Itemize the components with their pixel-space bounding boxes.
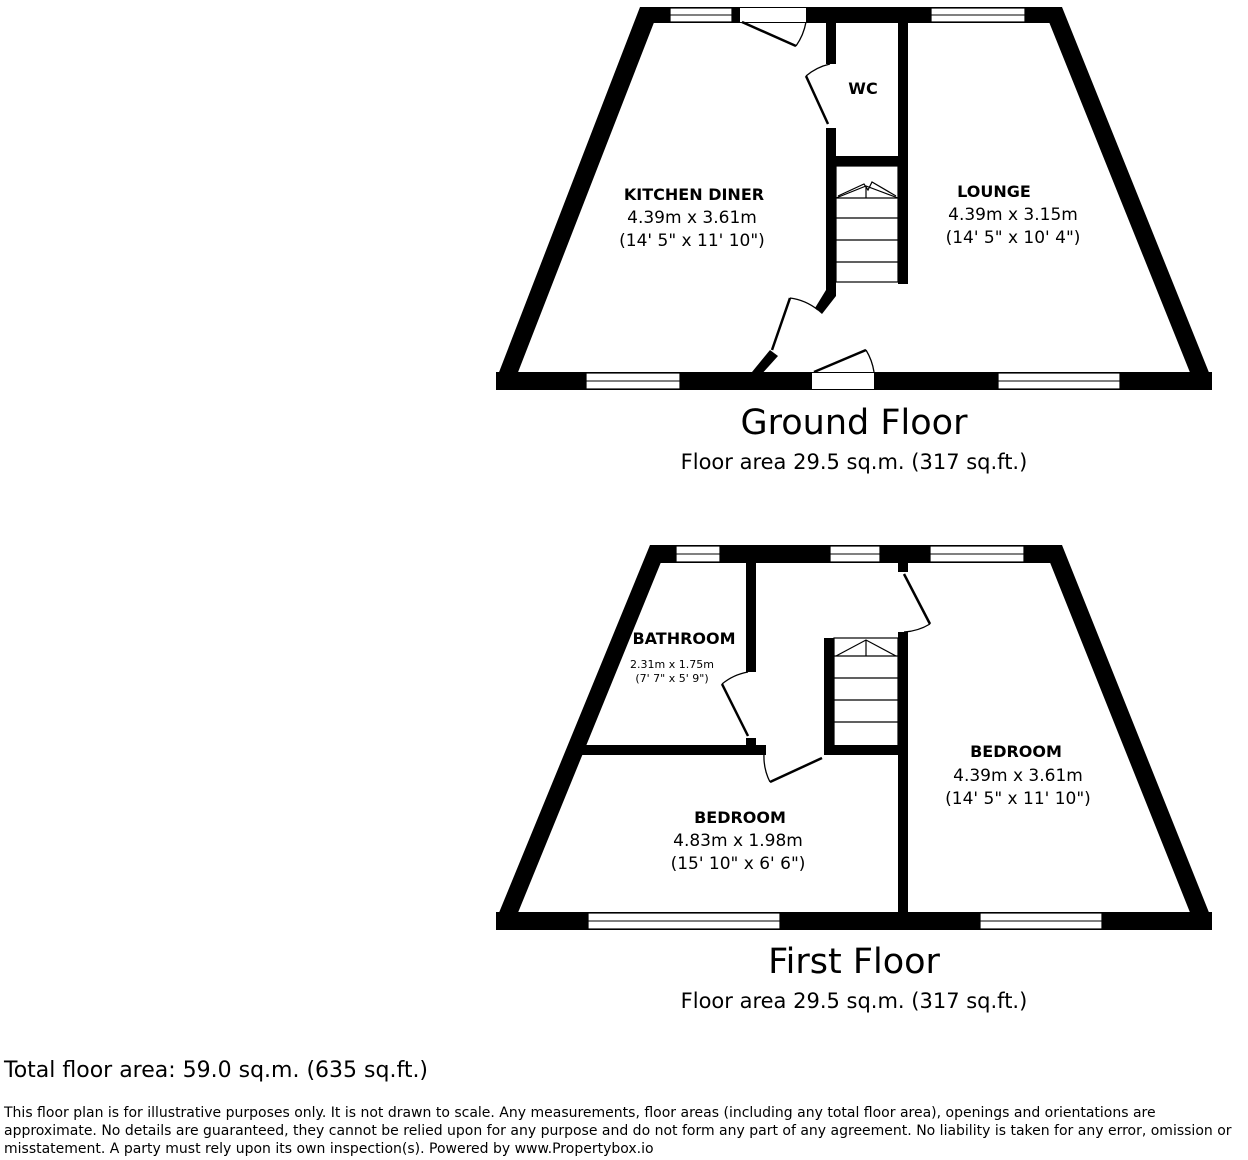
bathroom-dim-ft: (7' 7" x 5' 9") xyxy=(635,672,708,685)
kitchen-diner-dim-m: 4.39m x 3.61m xyxy=(627,208,757,228)
first-floor-plan: BATHROOM 2.31m x 1.75m (7' 7" x 5' 9") B… xyxy=(496,545,1212,1013)
bathroom-name: BATHROOM xyxy=(632,629,735,648)
bedroom-right-name: BEDROOM xyxy=(970,742,1062,761)
wc-left-wall-lower xyxy=(826,128,836,296)
landing-top-stub xyxy=(898,562,908,572)
hall-angle-wall xyxy=(815,290,836,314)
bedroom-left-name: BEDROOM xyxy=(694,808,786,827)
first-floor-title: First Floor xyxy=(768,942,940,982)
wc-right-wall xyxy=(898,22,908,284)
bedroom-right-dim-ft: (14' 5" x 11' 10") xyxy=(945,789,1091,809)
ground-floor-title: Ground Floor xyxy=(741,403,969,443)
bathroom-dim-m: 2.31m x 1.75m xyxy=(630,658,714,671)
lounge-dim-ft: (14' 5" x 10' 4") xyxy=(946,228,1081,248)
ground-left-wall xyxy=(496,7,660,380)
kitchen-diner-dim-ft: (14' 5" x 11' 10") xyxy=(619,231,765,251)
disclaimer-text: This floor plan is for illustrative purp… xyxy=(4,1105,1232,1157)
first-floor-area: Floor area 29.5 sq.m. (317 sq.ft.) xyxy=(681,989,1028,1013)
ground-staircase xyxy=(835,165,899,283)
stair-left-wall xyxy=(824,638,834,754)
ground-floor-area: Floor area 29.5 sq.m. (317 sq.ft.) xyxy=(681,450,1028,474)
total-floor-area: Total floor area: 59.0 sq.m. (635 sq.ft.… xyxy=(4,1058,429,1083)
bathroom-bottom-wall xyxy=(580,745,766,755)
bedroom-left-dim-m: 4.83m x 1.98m xyxy=(673,831,803,851)
first-right-wall xyxy=(1043,545,1212,920)
bedroom-divider-wall xyxy=(898,632,908,916)
landing-bottom-wall xyxy=(824,745,904,755)
kitchen-diner-name: KITCHEN DINER xyxy=(624,185,764,204)
ground-floor-plan: KITCHEN DINER 4.39m x 3.61m (14' 5" x 11… xyxy=(496,7,1212,474)
bathroom-right-wall xyxy=(746,562,756,672)
wc-bottom-wall xyxy=(834,156,900,166)
hall-stub-wall xyxy=(752,350,778,376)
bedroom-right-dim-m: 4.39m x 3.61m xyxy=(953,766,1083,786)
wc-left-wall-upper xyxy=(826,22,836,64)
lounge-name: LOUNGE xyxy=(957,182,1031,201)
first-staircase xyxy=(833,637,899,747)
wc-name: WC xyxy=(848,79,877,98)
ground-back-door-opening xyxy=(740,8,806,22)
ground-right-wall xyxy=(1043,7,1212,380)
bedroom-left-dim-ft: (15' 10" x 6' 6") xyxy=(671,854,806,874)
lounge-dim-m: 4.39m x 3.15m xyxy=(948,205,1078,225)
first-left-wall xyxy=(496,545,668,920)
ground-front-door-opening xyxy=(812,373,874,389)
